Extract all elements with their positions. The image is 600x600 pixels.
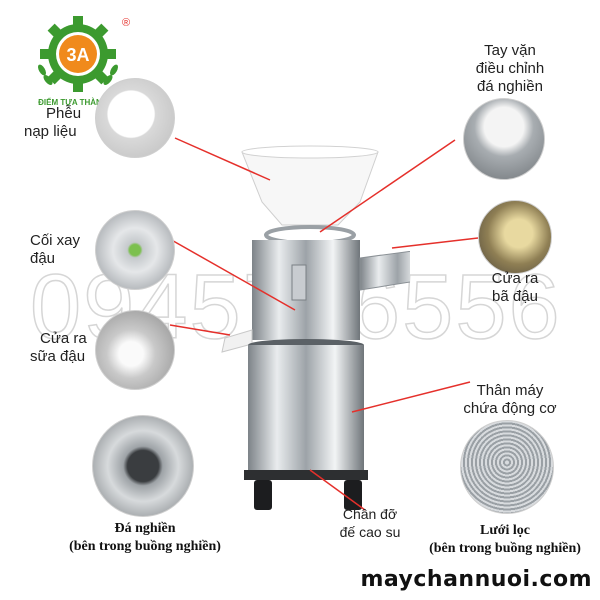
label-milk-outlet: Cửa ra sữa đậu [30,330,110,366]
label-stand: Chân đỡ đế cao su [330,505,410,541]
label-stone-line1: Đá nghiền [114,521,176,536]
label-funnel-line1: Phễu [46,105,82,122]
label-residue-line2: bã đậu [492,288,538,305]
label-body: Thân máy chứa động cơ [445,382,575,418]
label-filter-mesh: Lưới lọc (bên trong buồng nghiền) [415,522,595,558]
leader-line-body [351,381,471,413]
label-milk-line1: Cửa ra [40,330,87,347]
logo-tagline: ĐIỂM TỰA THÀNH CÔNG [38,98,134,107]
label-stand-line2: đế cao su [339,524,401,540]
brand-logo: 3A ® ĐIỂM TỰA THÀNH CÔNG [30,12,150,112]
inset-grinding-stone [92,415,194,517]
registered-mark: ® [122,17,130,29]
wheat-icon [38,64,118,85]
logo-mark: 3A [66,45,89,65]
label-filter-line1: Lưới lọc [480,523,530,538]
leader-line-knob [319,139,456,233]
soybean-grinder-machine [221,145,410,510]
leader-line-funnel [174,137,271,181]
label-grinder-mortar: Cối xay đậu [30,232,100,268]
label-stone-line2: (bên trong buồng nghiền) [69,539,221,554]
inset-filter-mesh [460,420,554,514]
label-funnel-line2: nạp liệu [24,123,77,140]
leader-line-residue [391,237,479,249]
label-grinding-stone: Đá nghiền (bên trong buồng nghiền) [30,520,260,556]
label-residue-outlet: Cửa ra bã đậu [470,270,560,306]
label-funnel: Phễu nạp liệu [24,105,104,141]
label-body-line2: chứa động cơ [463,400,557,417]
label-adjust-knob-line1: Tay vặn [484,42,536,59]
inset-adjust-knob [463,98,545,180]
label-body-line1: Thân máy [476,382,544,399]
label-mortar-line1: Cối xay [30,232,81,249]
leader-line-stand [309,469,366,511]
inset-funnel [95,78,175,158]
inset-residue-outlet [478,200,552,274]
site-url: maychannuoi.com [360,567,592,592]
label-stand-line1: Chân đỡ [342,506,398,522]
inset-milk-outlet [95,310,175,390]
label-adjust-knob-line2: điều chỉnh [475,60,545,77]
logo-gear-icon: 3A ® [38,16,130,92]
inset-grinder-mortar [95,210,175,290]
leader-line-mortar [167,237,296,311]
leader-line-milk [169,324,231,336]
label-residue-line1: Cửa ra [491,270,539,287]
label-milk-line2: sữa đậu [30,348,86,365]
label-mortar-line2: đậu [30,250,56,267]
label-adjust-knob: Tay vặn điều chỉnh đá nghiền [440,42,580,96]
label-filter-line2: (bên trong buồng nghiền) [429,541,581,556]
label-adjust-knob-line3: đá nghiền [477,78,543,95]
